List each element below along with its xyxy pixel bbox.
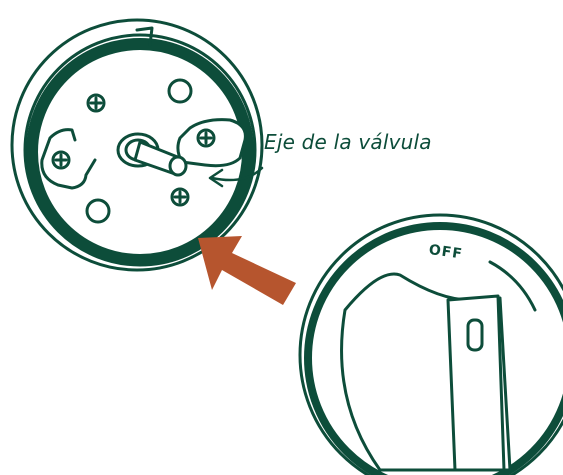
screw-icon: [170, 187, 190, 207]
callout-arrow: [210, 166, 264, 182]
direction-arrow: [198, 236, 296, 305]
control-knob: [298, 213, 563, 475]
bezel-tab: [135, 26, 154, 47]
valve-shaft-label: Eje de la válvula: [264, 130, 432, 154]
mounting-hole: [85, 198, 111, 224]
screw-icon: [86, 93, 106, 113]
screw-icon: [196, 128, 216, 148]
valve-shaft: [116, 132, 188, 177]
screw-icon: [51, 150, 71, 170]
mounting-hole: [167, 78, 193, 104]
